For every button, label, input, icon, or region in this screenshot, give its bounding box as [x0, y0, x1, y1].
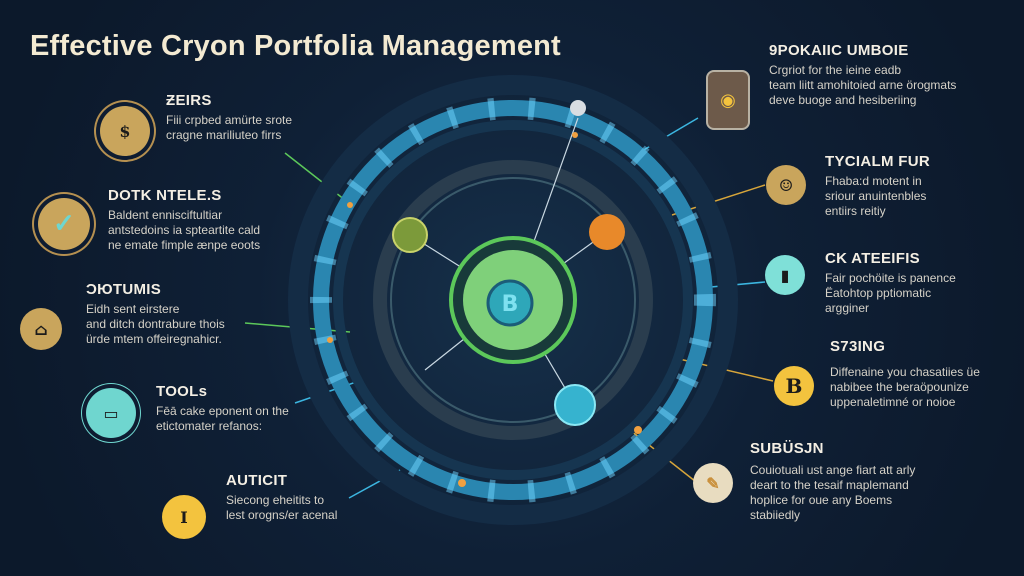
pen-icon: ✎	[693, 463, 733, 503]
item-title: TOOLs	[156, 383, 208, 400]
node-green-icon	[392, 217, 428, 253]
right-item: SUBÜSJN Couiotuali ust ange fiart att ar…	[750, 440, 915, 523]
item-title: ƆЮTUMIS	[86, 281, 162, 298]
node-orange-icon	[589, 214, 625, 250]
right-item: TYCIALM FUR Fhaba:d motent in sriour anu…	[825, 153, 930, 219]
outer-ring-inner	[333, 120, 693, 480]
outer-ring-segments	[310, 97, 716, 503]
center-glyph: B	[502, 292, 519, 317]
left-item: ƵEIRS Fiii crpbed amürte srote cragne ma…	[166, 92, 292, 143]
pillar-coin-icon: I	[162, 495, 206, 539]
wallet-icon: ▭	[86, 388, 136, 438]
left-item: AUTICIT Siecong eheitits to lest orogns/…	[226, 472, 337, 523]
item-title: AUTICIT	[226, 472, 288, 489]
item-desc: Couiotuali ust ange fiart att arly deart…	[750, 463, 916, 522]
chart-check-icon: ✓	[38, 198, 90, 250]
bitcoin-center-icon	[486, 279, 534, 327]
right-item: 9POKAIIC UMBOIE Crgriot for the ieine ea…	[769, 42, 956, 108]
item-desc: Fiii crpbed amürte srote cragne mariliut…	[166, 113, 293, 142]
page-title: Effective Cryon Portfolia Management	[30, 30, 561, 62]
item-desc: Crgriot for the ieine eadb team liitt am…	[769, 63, 957, 107]
sparkle	[327, 337, 333, 343]
money-bag-icon: $	[100, 106, 150, 156]
middle-ring	[373, 160, 653, 440]
item-title: S73ING	[830, 338, 886, 355]
item-title: CK ATEEIFIS	[825, 250, 920, 267]
item-title: DOTK NTELE.S	[108, 187, 222, 204]
left-item: ƆЮTUMIS Eidh sent eirstere and ditch don…	[86, 281, 225, 347]
item-desc: Fhaba:d motent in sriour anuintenbles en…	[825, 174, 927, 218]
right-item: S73ING Diffenaine you chasatiies üe nabi…	[830, 338, 980, 410]
sparkle	[458, 479, 466, 487]
item-title: SUBÜSJN	[750, 440, 824, 457]
node-cyan-icon	[554, 384, 596, 426]
item-desc: Baldent ennisciftultiar antstedoins ia s…	[108, 208, 261, 252]
sparkle	[572, 132, 578, 138]
outer-halo	[288, 75, 738, 525]
item-desc: Diffenaine you chasatiies üe nabibee the…	[830, 365, 980, 409]
left-item: DOTK NTELE.S Baldent ennisciftultiar ant…	[108, 187, 260, 253]
left-item: TOOLs Fēā cake eponent on the etictomate…	[156, 383, 289, 434]
middle-ring-edge	[390, 177, 636, 423]
item-desc: Fēā cake eponent on the etictomater refa…	[156, 404, 289, 433]
item-desc: Fair pochöite is panence Ёatohtop pptiom…	[825, 271, 956, 315]
item-title: ƵEIRS	[166, 92, 212, 109]
sparkle	[347, 202, 353, 208]
gear-face-icon: ☺	[766, 165, 806, 205]
node-top-icon	[570, 100, 586, 116]
item-title: 9POKAIIC UMBOIE	[769, 42, 909, 59]
item-title: TYCIALM FUR	[825, 153, 930, 170]
growth-arrow-icon: ⌂	[20, 308, 62, 350]
robot-icon: ◉	[706, 70, 750, 130]
sparkle	[634, 426, 642, 434]
device-icon: ▮	[765, 255, 805, 295]
bitcoin-coin-icon: B	[774, 366, 814, 406]
item-desc: Eidh sent eirstere and ditch dontrabure …	[86, 302, 225, 346]
right-item: CK ATEEIFIS Fair pochöite is panence Ёat…	[825, 250, 956, 316]
bitcoin-glyph: B	[785, 374, 803, 398]
item-desc: Siecong eheitits to lest orogns/er acena…	[226, 493, 338, 522]
